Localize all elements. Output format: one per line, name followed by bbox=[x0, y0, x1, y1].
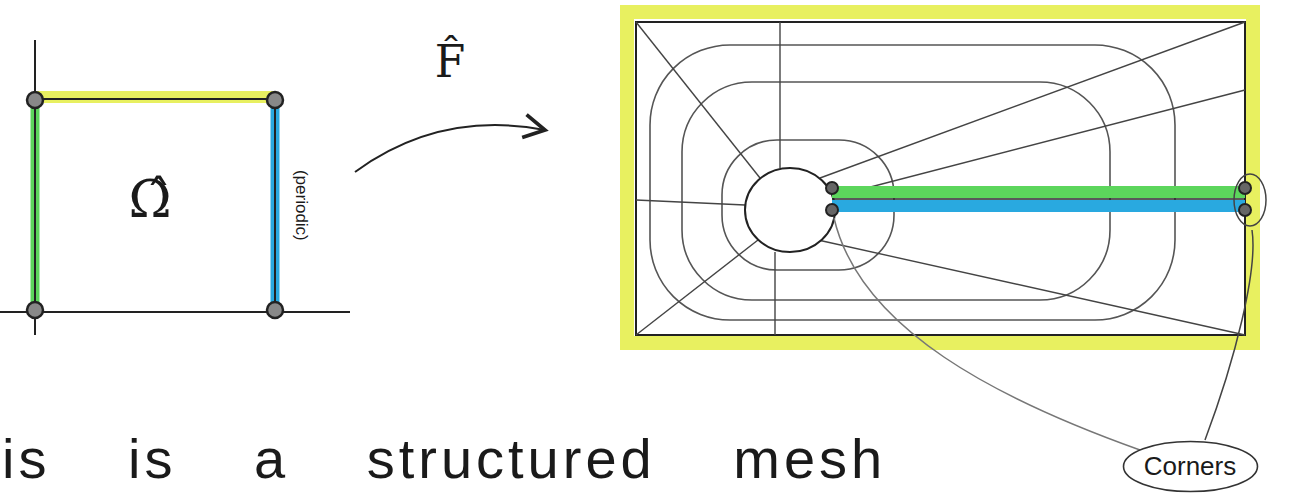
leader-line bbox=[1205, 230, 1253, 440]
green-slit bbox=[832, 186, 1245, 198]
slit-line bbox=[832, 198, 1245, 200]
mapping-arrow bbox=[355, 125, 545, 172]
corner-dot bbox=[826, 204, 838, 216]
yellow-edge bbox=[35, 91, 275, 103]
corner-dot bbox=[27, 92, 43, 108]
map-symbol: F̂ bbox=[435, 38, 466, 86]
boundary-note: (periodic) bbox=[291, 170, 310, 241]
mesh-spokes bbox=[636, 22, 1245, 335]
ellipse-shape bbox=[1123, 441, 1257, 491]
corner-dot bbox=[1239, 204, 1251, 216]
axis-line bbox=[34, 40, 36, 335]
caption-note: is is a structured mesh bbox=[2, 428, 886, 490]
leader-line bbox=[834, 218, 1140, 450]
corner-dot bbox=[27, 302, 43, 318]
edge-line bbox=[274, 99, 276, 312]
inner-hole bbox=[745, 168, 835, 252]
edge-line bbox=[35, 98, 275, 100]
corner-dot bbox=[1239, 182, 1251, 194]
callout-text: Corners bbox=[1144, 452, 1237, 481]
axis-line bbox=[0, 311, 350, 313]
mesh-ring bbox=[650, 45, 1175, 320]
corner-ring bbox=[1234, 174, 1266, 226]
yellow-boundary bbox=[627, 12, 1253, 343]
domain-symbol: Ω̂ bbox=[128, 171, 171, 228]
mesh-domain bbox=[627, 12, 1266, 450]
corner-dot bbox=[826, 182, 838, 194]
corner-dot bbox=[267, 302, 283, 318]
callout-ellipse: Corners bbox=[1122, 440, 1259, 493]
corner-dot bbox=[267, 92, 283, 108]
reference-square bbox=[0, 40, 350, 335]
blue-slit bbox=[832, 200, 1245, 212]
outer-boundary bbox=[636, 22, 1245, 335]
